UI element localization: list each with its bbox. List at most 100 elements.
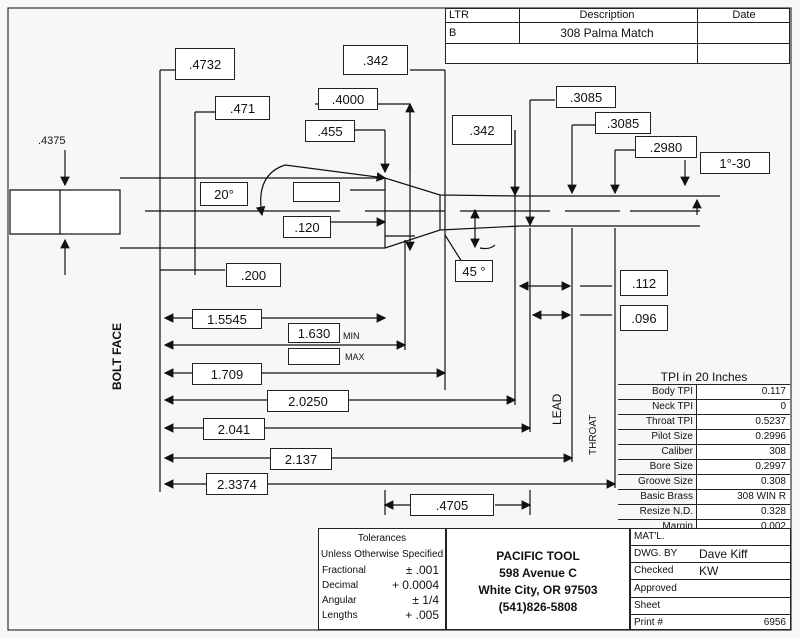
dim-112: .112 [620,270,668,296]
tolerances-block: Tolerances Unless Otherwise Specified Fr… [318,528,446,630]
dim-empty-box [293,182,340,202]
tolerances-title: Tolerances [357,533,407,544]
rev-empty-cell [517,44,698,64]
dim-angle-20: 20° [200,182,248,206]
tpi-row-value: 0.2996 [696,430,790,444]
dim-4000: .4000 [318,88,378,110]
dim-2137: 2.137 [270,448,332,470]
tolerance-row: Decimal+ 0.0004 [319,578,445,593]
tpi-row-value: 0.308 [696,475,790,489]
rev-row-description: 308 Palma Match [517,23,698,44]
tolerance-row: Angular ± 1/4 [319,593,445,608]
tpi-row-label: Basic Brass [640,491,693,502]
dim-min-label: MIN [343,331,360,341]
dim-342-mid: .342 [452,115,512,145]
print-value: 6956 [763,617,786,628]
dim-4375: .4375 [38,135,66,147]
tolerance-value: ± 1/4 [412,593,439,607]
dim-3085-a: .3085 [556,86,616,108]
tolerances-subtitle: Unless Otherwise Specified [320,549,444,560]
dim-2980: .2980 [635,136,697,158]
rev-col-description: Description [517,9,698,23]
dim-3085-b: .3085 [595,112,651,134]
checked-label: Checked [634,565,674,576]
dim-096: .096 [620,305,668,331]
dim-471: .471 [215,96,270,120]
print-row: Print # 6956 [631,615,790,631]
revision-block: LTR Description Date B 308 Palma Match [445,8,790,64]
tpi-row-value: 308 [696,445,790,459]
throat-label: THROAT [588,414,599,455]
tpi-table-title: TPI in 20 Inches [660,370,748,384]
dim-4732: .4732 [175,48,235,80]
dim-455: .455 [305,120,355,142]
tpi-row-label: Throat TPI [645,416,693,427]
dim-1709: 1.709 [192,363,262,385]
tpi-row-label: Resize N.D. [639,506,693,517]
tpi-row-value: 0.5237 [696,415,790,429]
checked-row: Checked KW [631,563,790,580]
company-street: 598 Avenue C [499,566,577,580]
approved-label: Approved [634,583,677,594]
tpi-row-label: Caliber [661,446,693,457]
company-name: PACIFIC TOOL [496,549,580,563]
dim-120: .120 [283,216,331,238]
dim-2041: 2.041 [203,418,265,440]
tolerance-value: ± .001 [405,563,439,577]
tpi-row-label: Neck TPI [652,401,693,412]
dim-342-top: .342 [343,45,408,75]
dim-15545: 1.5545 [192,309,262,329]
tolerance-label: Fractional [322,565,366,576]
company-phone: (541)826-5808 [498,600,578,614]
tpi-row-value: 0.328 [696,505,790,519]
rev-row-date [698,23,790,44]
dim-angle-1-30: 1°-30 [700,152,770,174]
bolt-face-label: BOLT FACE [110,322,124,390]
rev-col-ltr: LTR [446,9,520,23]
rev-row-ltr: B [446,23,520,44]
sheet-row: Sheet [631,598,790,615]
dim-max-label: MAX [345,352,365,362]
tpi-row-value: 0 [696,400,790,414]
print-label: Print # [634,617,663,628]
tpi-row-value: 0.2997 [696,460,790,474]
dwg-by-label: DWG. BY [634,548,678,559]
title-block: MAT'L. DWG. BY Dave Kiff Checked KW Appr… [630,528,791,630]
tolerance-label: Lengths [322,610,358,621]
dim-1630: 1.630 [288,323,340,343]
tolerance-value: + 0.0004 [391,578,439,592]
bolt-body-shape [59,189,121,235]
tolerance-row: Fractional ± .001 [319,563,445,578]
tpi-row-label: Body TPI [652,386,693,397]
tpi-row-value: 0.117 [696,385,790,399]
rev-col-date: Date [698,9,790,23]
dim-angle-45: 45 ° [455,260,493,282]
lead-label: LEAD [550,393,564,425]
tolerance-label: Angular [322,595,357,606]
tpi-row: Resize N.D.0.328 [618,505,790,520]
tpi-row-label: Bore Size [649,461,693,472]
company-block: PACIFIC TOOL 598 Avenue C White City, OR… [446,528,630,630]
matl-label: MAT'L. [634,531,665,542]
tolerance-row: Lengths + .005 [319,608,445,623]
matl-row: MAT'L. [631,529,790,546]
dim-23374: 2.3374 [206,473,268,495]
sheet-label: Sheet [634,600,661,611]
dim-max-box [288,348,340,365]
checked-value: KW [699,564,719,578]
dim-20250: 2.0250 [267,390,349,412]
tolerance-value: + .005 [405,608,439,622]
tpi-row-label: Groove Size [637,476,693,487]
dim-200: .200 [226,263,281,287]
dim-4705: .4705 [410,494,494,516]
tpi-row-label: Margin [662,521,693,532]
